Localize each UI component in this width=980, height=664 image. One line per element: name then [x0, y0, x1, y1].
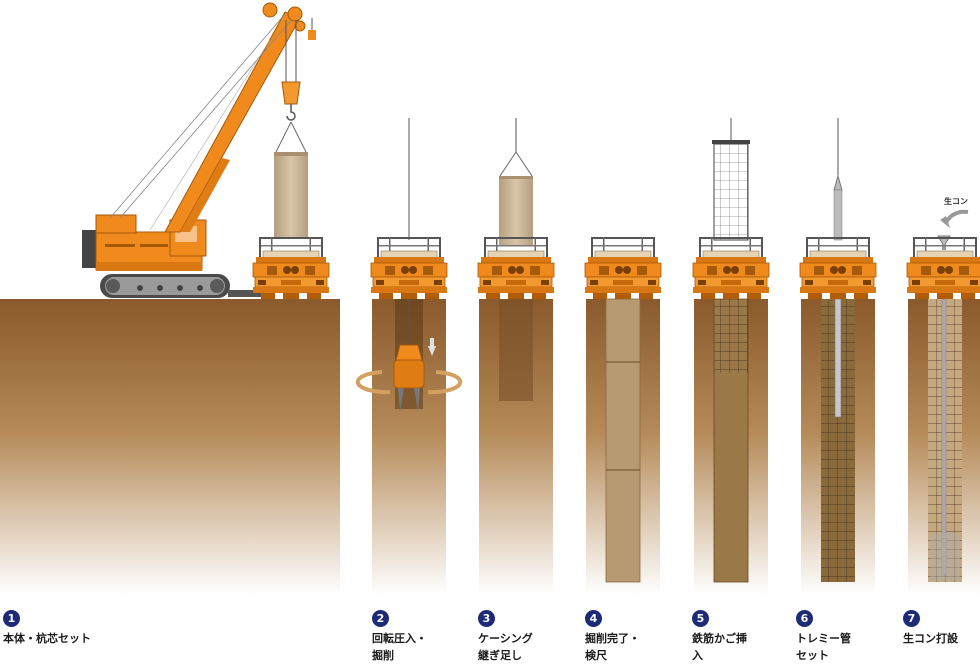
rotator-machine-6 [800, 237, 876, 299]
ground-columns [372, 299, 980, 595]
step-6-figure [821, 118, 855, 582]
step-number-badge: 4 [585, 610, 602, 627]
step-6: 6 トレミー管 セット [796, 607, 906, 664]
step-label: 本体・杭芯セット [3, 630, 113, 647]
step-number-badge: 3 [478, 610, 495, 627]
rotator-machine-1 [253, 237, 329, 299]
step-label: 生コン打設 [903, 630, 979, 647]
step-number-badge: 5 [692, 610, 709, 627]
step-4-figure [606, 299, 640, 582]
step-label: ケーシング 継ぎ足し [478, 630, 588, 664]
nama-con-callout: 生コン [944, 196, 968, 207]
step-number-badge: 2 [372, 610, 389, 627]
step-5: 5 鉄筋かご挿 入 [692, 607, 802, 664]
step-3: 3 ケーシング 継ぎ足し [478, 607, 588, 664]
step-5-figure [712, 118, 750, 582]
rotator-machine-2 [371, 237, 447, 299]
rotator-machine-5 [693, 237, 769, 299]
step-7: 7 生コン打設 [903, 607, 979, 647]
step-4: 4 掘削完了・ 検尺 [585, 607, 695, 664]
ground-section-1 [0, 299, 340, 595]
rotator-machine-4 [585, 237, 661, 299]
step-label: 掘削完了・ 検尺 [585, 630, 695, 664]
step-2: 2 回転圧入・ 掘削 [372, 607, 482, 664]
step-label: 回転圧入・ 掘削 [372, 630, 482, 664]
pour-arrow-icon [946, 212, 968, 222]
step-label: トレミー管 セット [796, 630, 906, 664]
rotator-machine-7 [907, 237, 980, 299]
step-1: 1 本体・杭芯セット [3, 607, 113, 647]
step-number-badge: 6 [796, 610, 813, 627]
rotator-machine-3 [478, 237, 554, 299]
step-label: 鉄筋かご挿 入 [692, 630, 802, 664]
step-number-badge: 7 [903, 610, 920, 627]
step-number-badge: 1 [3, 610, 20, 627]
